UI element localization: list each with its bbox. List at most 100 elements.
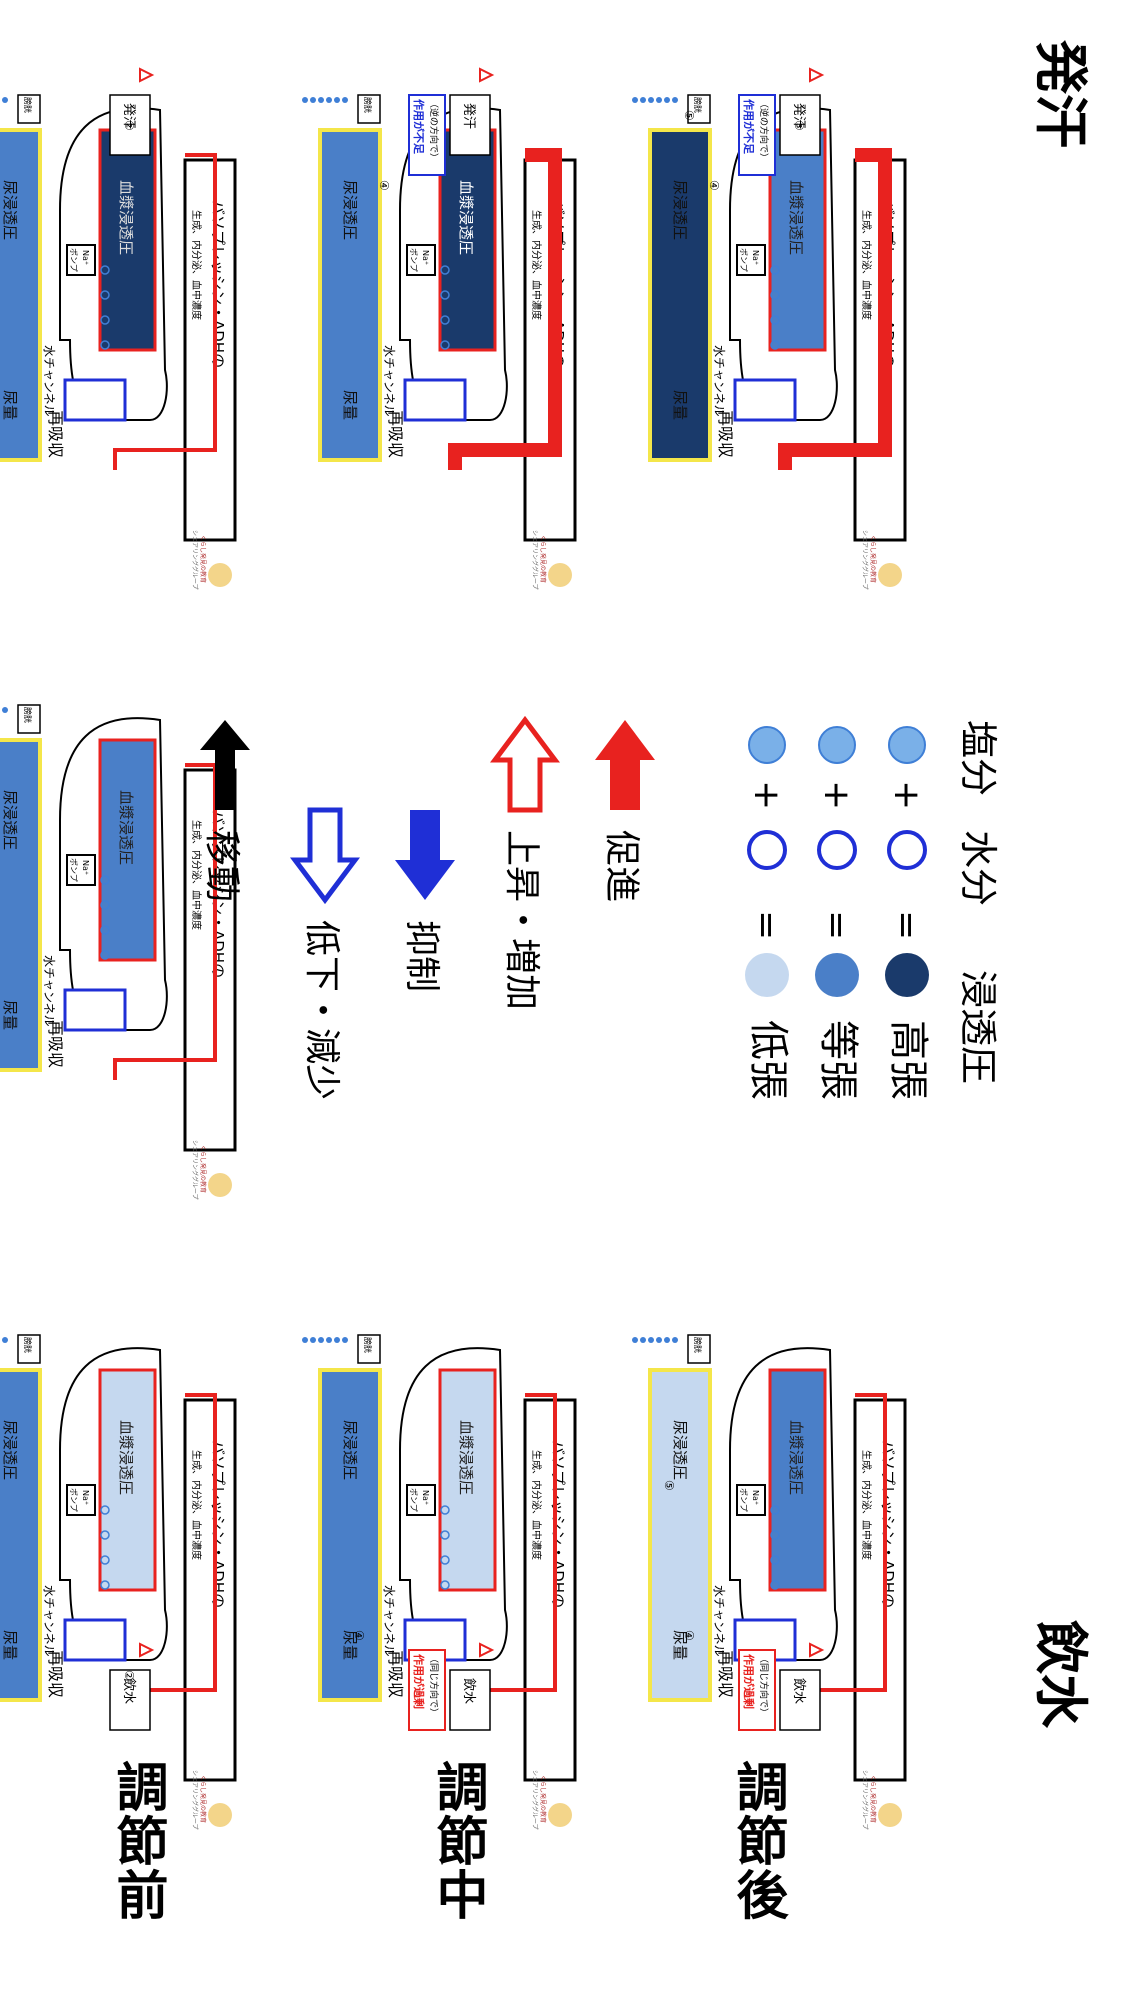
adh-signal-arrow (778, 148, 892, 470)
note-effect: 作用が不足 (412, 99, 426, 155)
water-channel-label: 水チャンネル (382, 345, 396, 417)
urine-box (0, 738, 42, 1072)
reabsorption-label: 再吸収 (716, 410, 735, 458)
hormone-box-title: バソプレッシン・ADHの (549, 1440, 567, 1608)
urine-osm-label: 尿浸透圧 (671, 1420, 689, 1480)
legend-move: 移動 (201, 830, 242, 902)
na-pump-label-2: ポンプ (409, 248, 418, 272)
note-effect: 作用が不足 (742, 99, 756, 155)
bladder-box (17, 704, 41, 734)
urine-drop (648, 1337, 654, 1343)
water-channel-label: 水チャンネル (42, 955, 56, 1027)
note-direction: （同じ方向で） (428, 1654, 440, 1717)
na-pump-box (66, 244, 96, 276)
stimulus-star-icon (809, 1642, 825, 1658)
stimulus-label: 発汗 (791, 103, 806, 129)
urine-osm-label: 尿浸透圧 (1, 180, 19, 240)
step-number: ④ (707, 180, 721, 191)
mascot-icon (208, 1173, 232, 1197)
legend-water-circle (887, 830, 927, 870)
urine-drop (334, 97, 340, 103)
step-number: ④ (352, 1630, 366, 1641)
na-pump-box (66, 854, 96, 886)
urine-drop (342, 1337, 348, 1343)
legend-label-high: 高張 (885, 1020, 931, 1100)
water-dot (100, 290, 110, 300)
hormone-box (523, 1398, 577, 1782)
move-arrow-icon (200, 720, 250, 810)
urine-drop (664, 97, 670, 103)
group-name-line1: くらし発見の教育 (199, 1775, 207, 1823)
water-dot (100, 875, 110, 885)
water-channel-box (403, 378, 467, 422)
water-dot (770, 1580, 780, 1590)
na-pump-label-2: ポンプ (69, 858, 78, 882)
water-channel-label: 水チャンネル (712, 345, 726, 417)
water-dot (440, 1530, 450, 1540)
plasma-label: 血漿浸透圧 (457, 180, 475, 255)
row-title-after: 調節後 (727, 1760, 787, 1922)
increase-arrow-icon (490, 715, 560, 813)
step-number: ② (122, 1670, 136, 1681)
legend-promote: 促進 (601, 830, 642, 902)
urine-box (0, 1368, 42, 1702)
adh-signal-arrow (113, 763, 217, 1080)
urine-drop (672, 1337, 678, 1343)
group-name-line2: シェアリンググループ (531, 1770, 539, 1830)
stimulus-label: 飲水 (791, 1678, 807, 1704)
urine-drop (2, 97, 8, 103)
urine-volume-label: 尿量 (671, 390, 689, 420)
group-name-line1: くらし発見の教育 (199, 1145, 207, 1193)
step-number: ⑤ (682, 110, 696, 121)
na-pump-label-1: Na⁺ (751, 250, 760, 265)
note-box (408, 94, 446, 176)
urine-drop (632, 1337, 638, 1343)
urine-box (318, 1368, 382, 1702)
reabsorption-label: 再吸収 (386, 1650, 405, 1698)
legend-salt-dot (818, 726, 856, 764)
urine-drop (656, 1337, 662, 1343)
na-pump-box (736, 244, 766, 276)
plasma-label: 血漿浸透圧 (117, 790, 135, 865)
step-number: ③ (792, 120, 806, 131)
na-pump-box (736, 1484, 766, 1516)
group-name-line2: シェアリンググループ (191, 530, 199, 590)
legend-osm-header: 浸透圧 (956, 970, 1000, 1084)
legend-water-circle (747, 830, 787, 870)
hormone-box (183, 158, 237, 542)
adh-signal-arrow (113, 153, 217, 470)
urine-volume-label: 尿量 (341, 1630, 359, 1660)
note-direction: （逆の方向で） (758, 99, 770, 162)
water-dot (100, 265, 110, 275)
panel-drink-before: バソプレッシン・ADHの生成、内分泌、血中濃度くらし発見の教育シェアリンググルー… (0, 1334, 237, 1830)
urine-drop (640, 1337, 646, 1343)
note-box (408, 1649, 446, 1731)
urine-volume-label: 尿量 (341, 390, 359, 420)
bladder-box (687, 94, 711, 124)
legend-osm-dot-high (885, 953, 929, 997)
water-dot (100, 900, 110, 910)
reabsorption-label: 再吸収 (716, 1650, 735, 1698)
urine-drop (302, 97, 308, 103)
water-channel-label: 水チャンネル (42, 1585, 56, 1657)
water-dot (100, 1505, 110, 1515)
na-pump-label-1: Na⁺ (421, 1490, 430, 1505)
hormone-box-title: バソプレッシン・ADHの (209, 200, 227, 368)
group-name-line1: くらし発見の教育 (869, 535, 877, 583)
legend-equals: = (886, 910, 927, 940)
water-dot (770, 340, 780, 350)
group-name-line1: くらし発見の教育 (539, 535, 547, 583)
legend-label-low: 低張 (745, 1020, 791, 1100)
stimulus-star-icon (479, 67, 495, 83)
legend-water-circle (817, 830, 857, 870)
na-pump-box (406, 1484, 436, 1516)
legend-plus: + (746, 780, 787, 810)
urine-drop (632, 97, 638, 103)
water-dot (440, 1555, 450, 1565)
water-dot (440, 1580, 450, 1590)
bladder-label: 膀胱 (363, 97, 373, 113)
water-channel-box (733, 378, 797, 422)
plasma-label: 血漿浸透圧 (117, 180, 135, 255)
